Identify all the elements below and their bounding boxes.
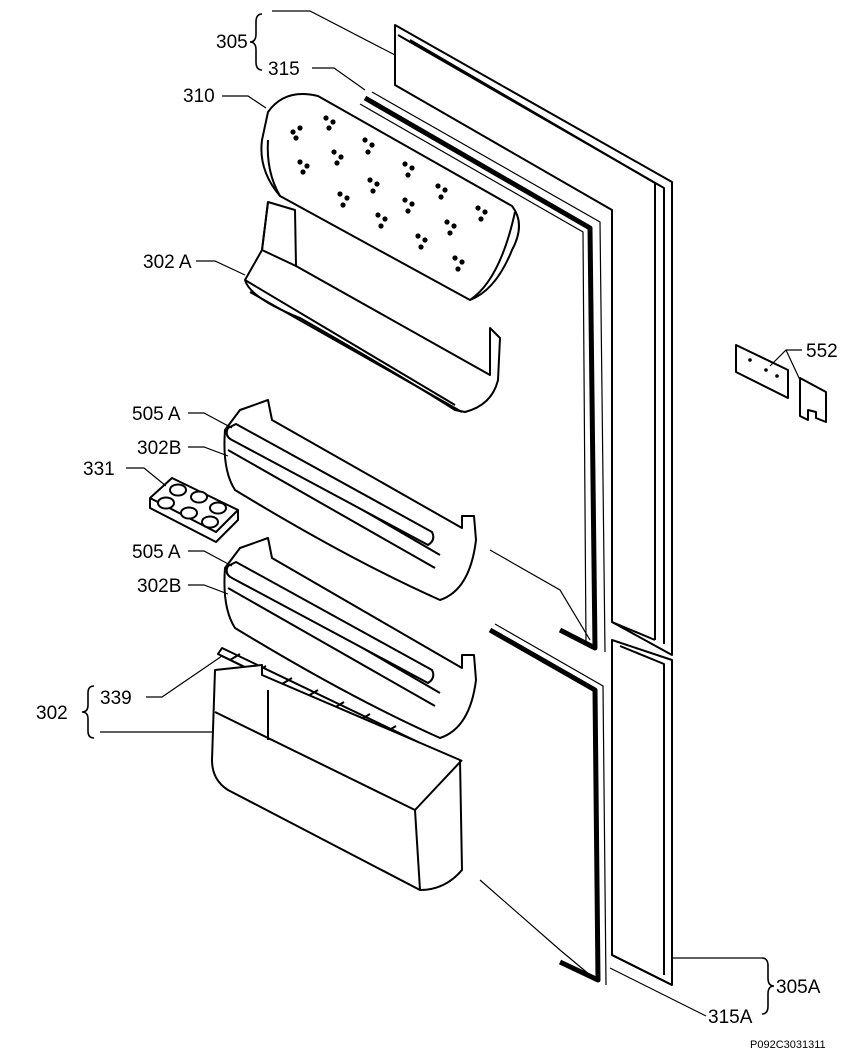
label-302b-lower: 302B: [137, 576, 181, 597]
label-331: 331: [83, 459, 115, 480]
label-302b-upper: 302B: [137, 438, 181, 459]
upper-door: [394, 24, 673, 656]
label-310: 310: [183, 86, 215, 107]
dairy-cover-310: [260, 93, 520, 301]
bottle-shelf-302: [211, 664, 463, 891]
label-302: 302: [36, 703, 68, 724]
shelf-302a: [244, 201, 501, 413]
upper-gasket: [359, 91, 606, 653]
label-552: 552: [806, 341, 838, 362]
label-315: 315: [268, 59, 300, 80]
label-305: 305: [216, 32, 248, 53]
lower-door: [611, 639, 673, 986]
leader-lines: [81, 10, 802, 1017]
callout-labels: 305 315 310 302 A 505 A 302B 331 505 A 3…: [36, 32, 838, 1051]
hinge-552: [735, 344, 827, 423]
label-505a-lower: 505 A: [132, 542, 181, 563]
shelf-302b-upper: [223, 399, 477, 601]
label-302a: 302 A: [143, 252, 192, 273]
label-505a-upper: 505 A: [132, 404, 181, 425]
label-315a: 315A: [708, 1007, 753, 1028]
lower-gasket: [479, 623, 607, 986]
figure-code: P092C3031311: [750, 1039, 826, 1051]
label-339: 339: [100, 688, 132, 709]
egg-tray-331: [149, 477, 239, 543]
shelf-302b-lower: [223, 537, 477, 739]
label-305a: 305A: [776, 977, 821, 998]
